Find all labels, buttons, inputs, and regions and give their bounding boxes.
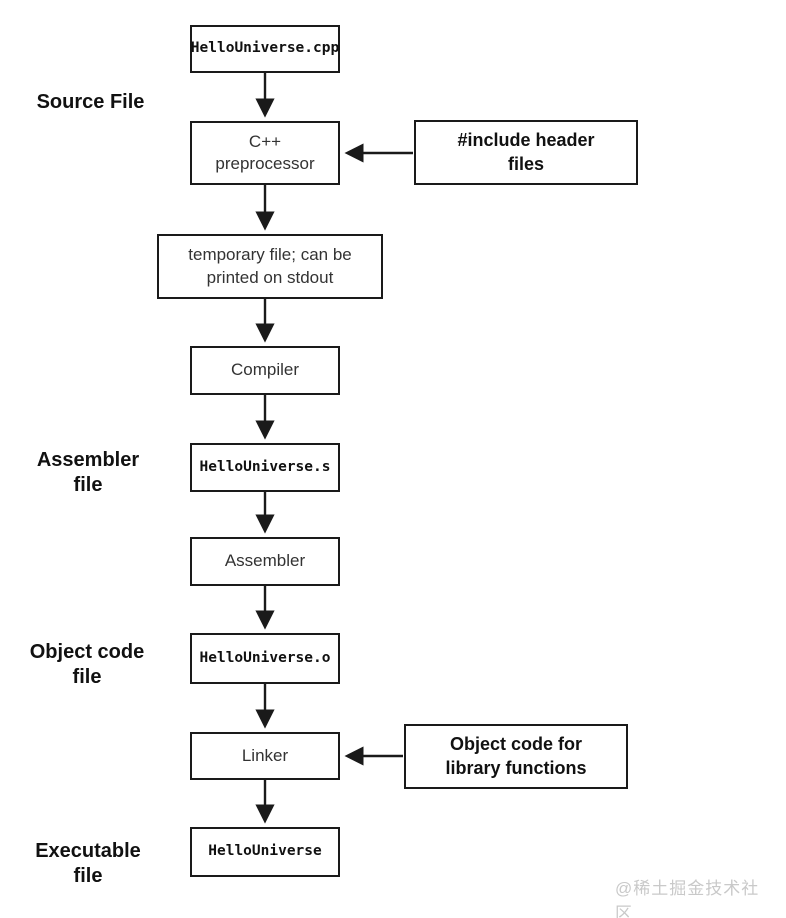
node-executable: HelloUniverse — [190, 827, 340, 877]
node-assembly-file: HelloUniverse.s — [190, 443, 340, 492]
node-compiler: Compiler — [190, 346, 340, 395]
node-linker: Linker — [190, 732, 340, 780]
watermark: @稀土掘金技术社区 — [615, 879, 760, 918]
stage-label-assembler-file: Assembler file — [36, 449, 140, 496]
node-temp-file-label: temporary file; can be printed on stdout — [188, 245, 352, 287]
node-compiler-label: Compiler — [230, 360, 300, 380]
node-library-objects-label: Object code for library functions — [445, 733, 587, 778]
node-object-file: HelloUniverse.o — [190, 633, 340, 684]
node-temp-file: temporary file; can be printed on stdout — [157, 234, 383, 299]
node-assembler: Assembler — [190, 537, 340, 586]
stage-label-executable-file: Executable file — [35, 840, 141, 887]
node-include-headers: #include header files — [414, 120, 638, 185]
node-source-file: HelloUniverse.cpp — [190, 25, 340, 73]
node-library-objects: Object code for library functions — [404, 724, 628, 789]
stage-label-source-file: Source File — [36, 91, 145, 113]
node-executable-label: HelloUniverse — [208, 843, 322, 860]
node-assembly-file-label: HelloUniverse.s — [199, 458, 331, 475]
node-preprocessor: C++ preprocessor — [190, 121, 340, 185]
node-object-file-label: HelloUniverse.o — [199, 649, 331, 666]
node-include-headers-label: #include header files — [457, 129, 595, 174]
node-preprocessor-label: C++ preprocessor — [215, 131, 315, 173]
node-source-file-label: HelloUniverse.cpp — [190, 40, 340, 57]
node-linker-label: Linker — [241, 745, 289, 765]
stage-label-object-code-file: Object code file — [29, 641, 145, 688]
node-assembler-label: Assembler — [224, 551, 306, 571]
